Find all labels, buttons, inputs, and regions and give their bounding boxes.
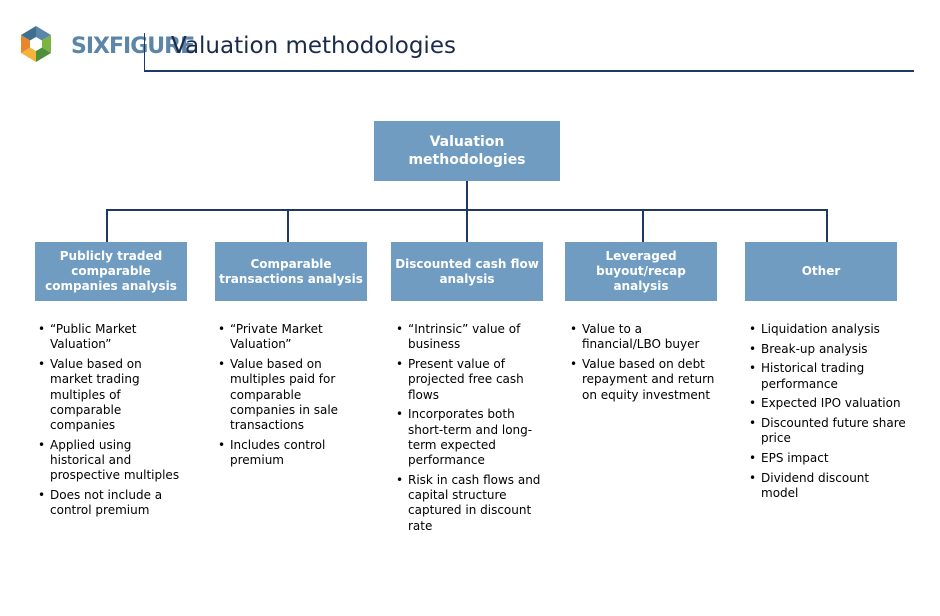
- bullet-item: “Intrinsic” value of business: [393, 322, 543, 353]
- bullet-item: Includes control premium: [215, 438, 367, 469]
- bullet-item: Value to a financial/LBO buyer: [567, 322, 717, 353]
- bullet-item: Applied using historical and prospective…: [35, 438, 187, 484]
- bullet-list-lbo: Value to a financial/LBO buyer Value bas…: [567, 322, 717, 407]
- bullet-item: Does not include a control premium: [35, 488, 187, 519]
- bullet-list-transactions: “Private Market Valuation” Value based o…: [215, 322, 367, 473]
- bullet-item: Value based on multiples paid for compar…: [215, 357, 367, 433]
- bullet-list-other: Liquidation analysis Break-up analysis H…: [746, 322, 906, 506]
- page-title: Valuation methodologies: [171, 33, 456, 59]
- bullet-list-public-comps: “Public Market Valuation” Value based on…: [35, 322, 187, 523]
- bullet-item: Historical trading performance: [746, 361, 906, 392]
- bullet-item: Value based on debt repayment and return…: [567, 357, 717, 403]
- bullet-item: “Public Market Valuation”: [35, 322, 187, 353]
- category-box-dcf: Discounted cash flow analysis: [391, 242, 543, 301]
- branch-connector-3: [466, 209, 468, 242]
- sixfigure-logo: SIXFIGURE: [18, 24, 195, 64]
- bullet-item: Dividend discount model: [746, 471, 906, 502]
- branch-connector-5: [826, 209, 828, 242]
- category-box-transactions: Comparable transactions analysis: [215, 242, 367, 301]
- branch-connector-2: [287, 209, 289, 242]
- bullet-item: Risk in cash flows and capital structure…: [393, 473, 543, 534]
- header-horizontal-divider: [144, 70, 914, 72]
- branch-connector-1: [106, 209, 108, 242]
- bullet-list-dcf: “Intrinsic” value of business Present va…: [393, 322, 543, 538]
- category-box-lbo: Leveraged buyout/recap analysis: [565, 242, 717, 301]
- category-box-public-comps: Publicly traded comparable companies ana…: [35, 242, 187, 301]
- branch-connector-4: [642, 209, 644, 242]
- root-node: Valuation methodologies: [374, 121, 560, 181]
- bullet-item: Discounted future share price: [746, 416, 906, 447]
- bullet-item: Value based on market trading multiples …: [35, 357, 187, 433]
- bullet-item: “Private Market Valuation”: [215, 322, 367, 353]
- category-box-other: Other: [745, 242, 897, 301]
- root-connector: [466, 181, 468, 210]
- bullet-item: Incorporates both short-term and long-te…: [393, 407, 543, 468]
- logo-wordmark: SIXFIGURE: [71, 34, 195, 59]
- hexagon-logo-icon: [21, 26, 51, 62]
- bullet-item: Present value of projected free cash flo…: [393, 357, 543, 403]
- bullet-item: EPS impact: [746, 451, 906, 467]
- header-vertical-divider: [144, 33, 145, 72]
- bullet-item: Expected IPO valuation: [746, 396, 906, 412]
- bullet-item: Liquidation analysis: [746, 322, 906, 338]
- bullet-item: Break-up analysis: [746, 342, 906, 358]
